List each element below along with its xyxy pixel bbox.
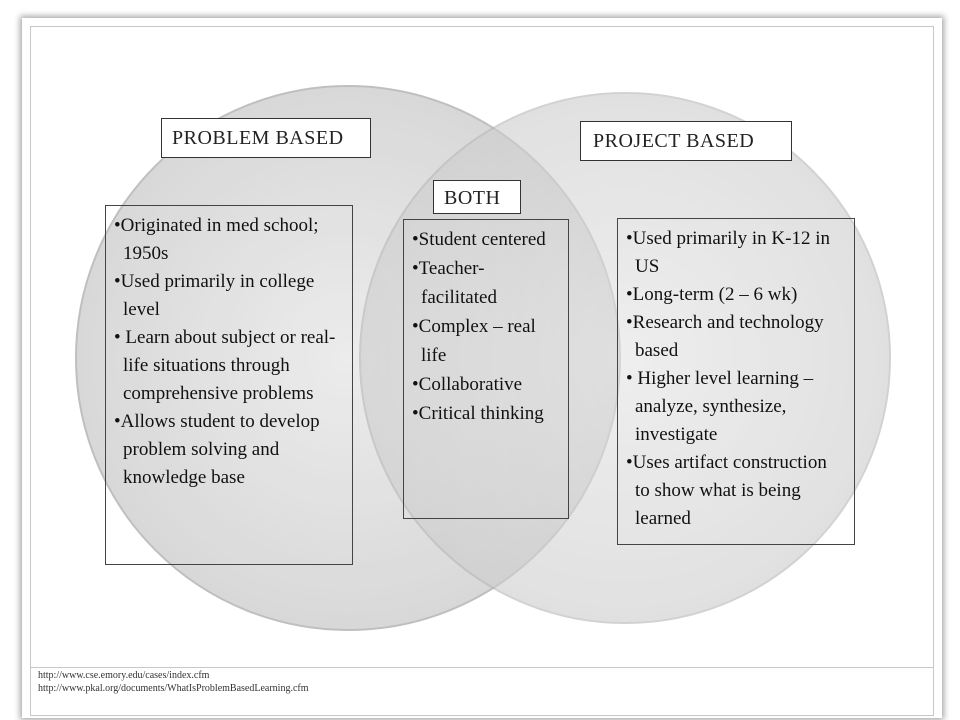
list-item: Teacher-facilitated: [412, 254, 560, 312]
both-label: BOTH: [433, 180, 521, 214]
slide-inner-border: [30, 26, 934, 716]
list-item: Allows student to develop problem solvin…: [114, 408, 344, 492]
problem-based-label: PROBLEM BASED: [161, 118, 371, 158]
list-item: Research and technology based: [626, 309, 846, 365]
both-list: Student centered Teacher-facilitated Com…: [403, 219, 569, 519]
list-item: Used primarily in K-12 in US: [626, 225, 846, 281]
source-link-2[interactable]: http://www.pkal.org/documents/WhatIsProb…: [38, 683, 309, 694]
list-item: Critical thinking: [412, 399, 560, 428]
list-item: Uses artifact construction to show what …: [626, 449, 846, 533]
list-item: Complex – real life: [412, 312, 560, 370]
list-item: Student centered: [412, 225, 560, 254]
list-item: Learn about subject or real-life situati…: [114, 324, 344, 408]
list-item: Used primarily in college level: [114, 268, 344, 324]
list-item: Higher level learning – analyze, synthes…: [626, 365, 846, 449]
problem-based-list: Originated in med school; 1950s Used pri…: [105, 205, 353, 565]
footer-divider: [30, 667, 934, 668]
list-item: Originated in med school; 1950s: [114, 212, 344, 268]
source-link-1[interactable]: http://www.cse.emory.edu/cases/index.cfm: [38, 670, 210, 681]
list-item: Collaborative: [412, 370, 560, 399]
list-item: Long-term (2 – 6 wk): [626, 281, 846, 309]
project-based-label: PROJECT BASED: [580, 121, 792, 161]
project-based-list: Used primarily in K-12 in US Long-term (…: [617, 218, 855, 545]
